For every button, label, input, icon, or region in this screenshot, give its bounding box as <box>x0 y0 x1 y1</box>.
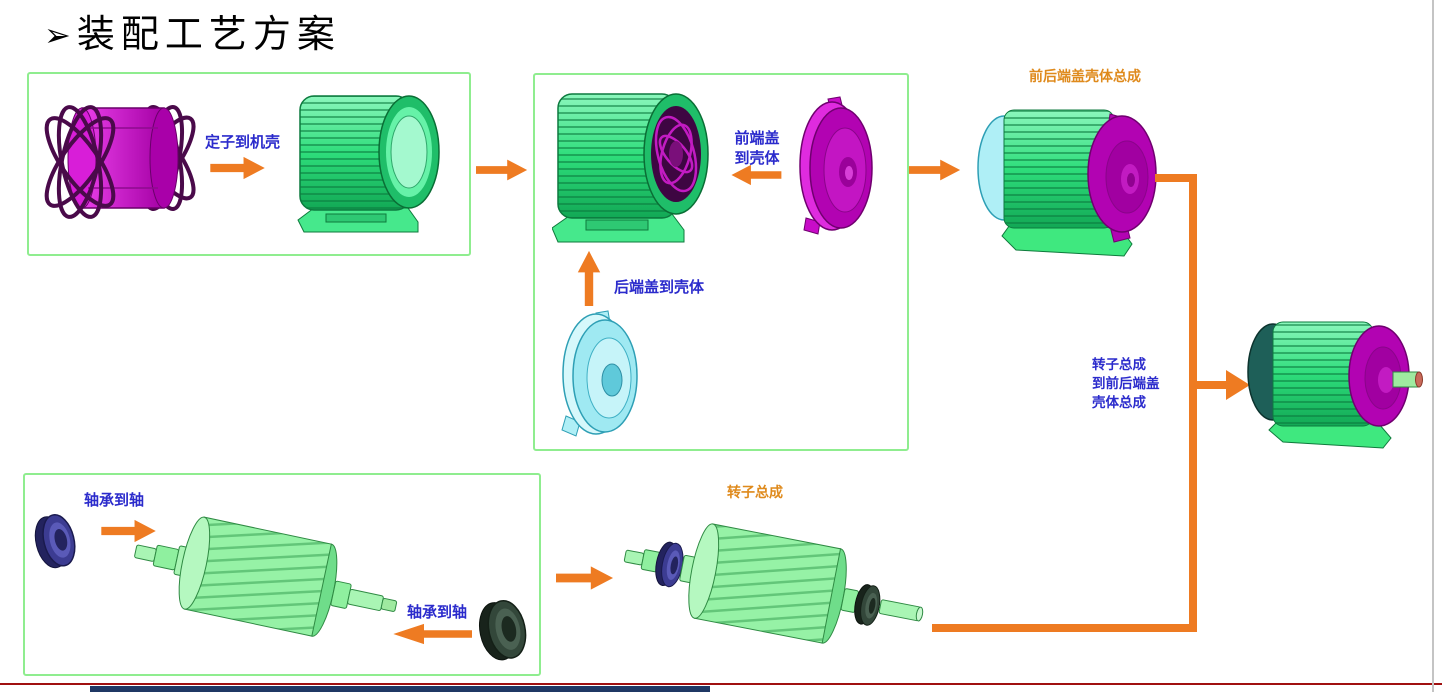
stator-image <box>44 105 196 219</box>
rear-cover-arrow-icon <box>577 250 601 306</box>
final-assembly-arrow-icon <box>1226 370 1250 400</box>
stator-to-frame-label: 定子到机壳 <box>205 133 281 151</box>
front-cover-to-housing-label: 前端盖 到壳体 <box>734 129 780 167</box>
final-assembly-arrow-body <box>1197 381 1227 389</box>
front-cover-arrow-icon <box>731 164 782 186</box>
rotor-to-cover-housing-label: 转子总成 到前后端盖 壳体总成 <box>1092 357 1160 411</box>
bearing-right-arrow-icon <box>393 623 472 645</box>
stator-to-frame-arrow-icon <box>210 156 265 180</box>
bearing-to-shaft-left-label: 轴承到轴 <box>84 491 145 509</box>
connector-top-segment <box>1155 174 1197 182</box>
frame-with-stator-image <box>552 93 709 243</box>
rear-end-cover-image <box>561 310 638 437</box>
bearing-navy-image <box>34 514 76 569</box>
rear-cover-to-housing-label: 后端盖到壳体 <box>614 278 705 296</box>
arrow-bullet-icon: ➢ <box>44 15 71 54</box>
front-end-cover-image <box>799 96 873 235</box>
rotor-assembly-image <box>623 523 924 644</box>
shaft-to-rotor-assembly-arrow-icon <box>556 566 614 590</box>
cover-housing-assembly-label: 前后端盖壳体总成 <box>1029 69 1141 85</box>
connector-vertical-segment <box>1189 174 1197 632</box>
page-title: 装配工艺方案 <box>76 12 341 56</box>
bearing-dark-image <box>479 600 527 661</box>
rotor-assembly-label: 转子总成 <box>727 485 783 501</box>
bearing-to-shaft-right-label: 轴承到轴 <box>407 603 468 621</box>
footer-bar-navy <box>90 686 710 692</box>
slide-right-edge <box>1432 0 1434 692</box>
frame-to-housing-arrow-icon <box>476 159 528 181</box>
cover-housing-assembly-image <box>977 109 1157 257</box>
footer-rule-red <box>0 683 1442 685</box>
connector-bottom-segment <box>932 624 1197 632</box>
motor-frame-image <box>297 95 440 233</box>
page-title-row: ➢ 装配工艺方案 <box>44 12 341 58</box>
housing-to-assembly-arrow-icon <box>909 159 961 181</box>
rotor-shaft-image <box>134 516 398 637</box>
final-motor-image <box>1247 321 1423 449</box>
bearing-left-arrow-icon <box>101 519 156 543</box>
